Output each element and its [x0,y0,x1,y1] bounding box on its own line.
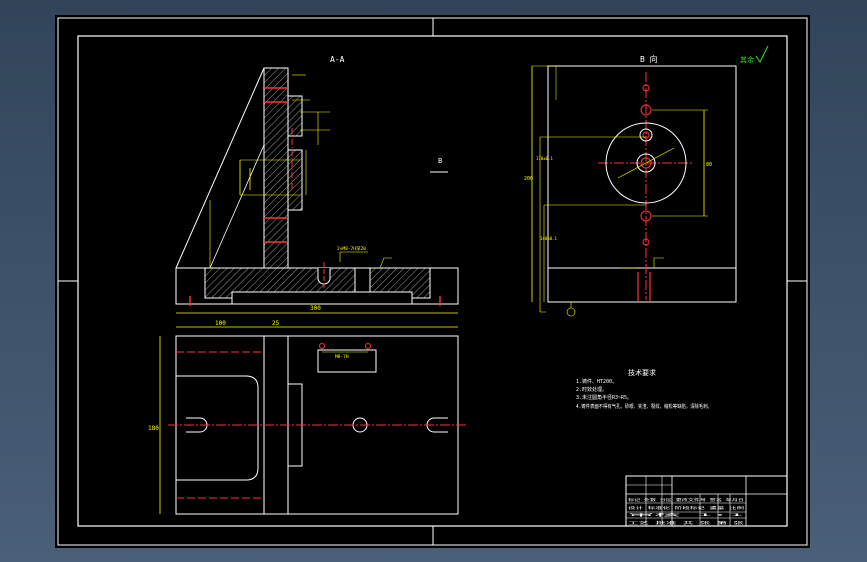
boss-upper [287,95,303,137]
side-view-base [547,267,737,303]
tapped-note: M8-7H [335,354,349,360]
title-row-3: 审核 1:1 [628,512,744,517]
side-view-title: B 向 [640,54,658,64]
flange-circle [605,122,687,204]
bore-inner [640,157,652,169]
dim-left-part-text: 100 [215,320,226,327]
tapped-hole-1 [319,343,325,349]
tapped-hole-2 [365,343,371,349]
upper-hole [640,104,652,116]
roughness-check-icon [755,45,769,63]
dim-upper-text: 170±0.1 [536,156,553,161]
dim-plan-width-text: 180 [148,425,159,432]
dim-side-height-text: 200 [524,176,533,182]
datum-leader-1 [539,302,546,313]
top-hole [642,84,650,92]
column-section [263,67,289,269]
boss-lower [287,149,303,211]
dim-lower-text: 140±0.1 [540,236,557,241]
tech-item-1: 1.铸件、HT200。 [576,378,617,385]
plan-hidden-lines [176,351,264,499]
bottom-hole [642,238,650,246]
section-view-a-a: A-A 300 100 25 [175,55,459,328]
tech-item-4: 4.铸件表面不得有气孔、砂眼、夹渣、裂纹、缩松等缺陷，清除毛刺。 [576,403,712,410]
dim-overall-text: 300 [310,305,321,312]
tapped-hole-detail [317,349,377,373]
view-marker-letter: B [438,157,442,165]
title-row-4: 工艺 批准 共 张 第 张 [628,520,745,525]
general-roughness: 其余 [740,45,769,64]
title-row-2: 设计 标准化 阶段标记 重量 比例 [628,505,745,510]
title-block: 标记 处数 分区 更改文件号 签名 年月日 设计 标准化 阶段标记 重量 比例 … [625,475,788,527]
title-block-frame [625,475,788,527]
flange-hole-top-inner [642,131,650,139]
flange-hole-top [639,128,653,142]
tech-requirements: 技术要求 1.铸件、HT200。 2.时效处理。 3.未注圆角半径R3~R5。 … [576,368,712,410]
section-view-title: A-A [330,55,345,64]
roughness-label: 其余 [740,55,754,64]
tech-item-2: 2.时效处理。 [576,386,607,393]
tech-item-3: 3.未注圆角半径R3~R5。 [576,394,632,401]
roughness-leader-side [653,257,664,268]
dim-right-part-text: 25 [272,320,280,327]
diameter-leader [617,147,675,179]
side-view-b: B 向 200 170±0.1 140±0.1 80 [524,54,737,317]
plan-pocket [176,375,259,481]
base-recess [231,291,413,305]
view-marker-b: B [430,157,448,173]
dim-spacing-text: 80 [706,162,712,168]
rib-slope-line [175,67,265,269]
rib-inner-line [209,144,265,269]
roughness-leader [379,257,392,269]
tech-requirements-title: 技术要求 [628,368,656,377]
drawing-sheet [55,15,810,548]
bore-outer [636,153,656,173]
bolt-note: 2×M8-7H深20 [337,245,366,252]
plan-view: M8-7H 180 [148,335,466,515]
lower-hole [640,210,652,222]
annotation-leader [339,251,368,262]
title-row-1: 标记 处数 分区 更改文件号 签名 年月日 [628,497,744,502]
